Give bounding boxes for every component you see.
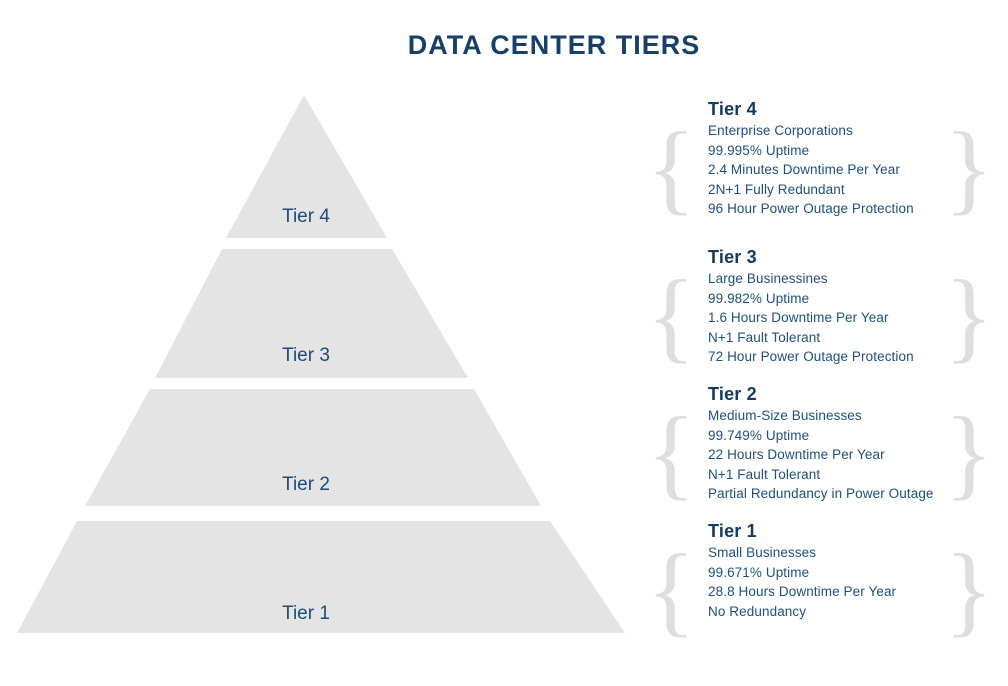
tier-2-content: Tier 2 Medium-Size Businesses 99.749% Up… — [708, 382, 953, 504]
detail-line: No Redundancy — [708, 603, 807, 619]
pyramid-tier-2-segment — [85, 389, 541, 506]
right-brace-icon: } — [944, 397, 994, 510]
detail-line: N+1 Fault Tolerant — [708, 329, 821, 345]
detail-line: Large Businessines — [708, 271, 828, 286]
pyramid-tier-3-label: Tier 3 — [282, 345, 330, 366]
tier-4-content: Tier 4 Enterprise Corporations 99.995% U… — [708, 97, 953, 219]
pyramid-tier-4-segment — [226, 95, 387, 238]
tier-1-content: Tier 1 Small Businesses 99.671% Uptime 2… — [708, 519, 953, 621]
detail-line: 99.671% Uptime — [708, 564, 810, 580]
pyramid-tier-4-label: Tier 4 — [282, 206, 330, 227]
detail-line: 22 Hours Downtime Per Year — [708, 447, 885, 462]
detail-line: 2.4 Minutes Downtime Per Year — [708, 162, 900, 177]
detail-line: 99.982% Uptime — [708, 290, 810, 306]
pyramid-diagram: Tier 4 Tier 3 Tier 2 Tier 1 — [17, 95, 625, 633]
page-title: DATA CENTER TIERS — [407, 30, 701, 60]
pyramid-tier-3-segment — [155, 249, 468, 378]
detail-line: Medium-Size Businesses — [708, 408, 862, 423]
detail-line: 1.6 Hours Downtime Per Year — [708, 310, 889, 325]
detail-line: N+1 Fault Tolerant — [708, 466, 821, 482]
left-brace-icon: { — [646, 260, 696, 373]
detail-line: Enterprise Corporations — [708, 123, 853, 138]
right-brace-icon: } — [944, 260, 994, 373]
tier-3-content: Tier 3 Large Businessines 99.982% Uptime… — [708, 245, 953, 367]
tier-3-heading: Tier 3 — [708, 247, 757, 267]
detail-line: 99.749% Uptime — [708, 427, 810, 443]
detail-line: 99.995% Uptime — [708, 142, 810, 158]
detail-line: Small Businesses — [708, 545, 817, 560]
right-brace-icon: } — [944, 534, 994, 647]
tier-1-heading: Tier 1 — [708, 521, 757, 541]
detail-line: 28.8 Hours Downtime Per Year — [708, 584, 897, 599]
pyramid-tier-1-label: Tier 1 — [282, 603, 330, 624]
tier-2-heading: Tier 2 — [708, 384, 757, 404]
right-brace-icon: } — [944, 112, 994, 225]
left-brace-icon: { — [646, 397, 696, 510]
tier-4-heading: Tier 4 — [708, 99, 757, 119]
detail-line: 72 Hour Power Outage Protection — [708, 349, 914, 364]
detail-line: 96 Hour Power Outage Protection — [708, 201, 914, 216]
detail-line: Partial Redundancy in Power Outage — [708, 486, 934, 501]
pyramid-tier-1-segment — [17, 521, 625, 633]
pyramid-tier-2-label: Tier 2 — [282, 474, 330, 495]
detail-line: 2N+1 Fully Redundant — [708, 181, 845, 197]
left-brace-icon: { — [646, 112, 696, 225]
left-brace-icon: { — [646, 534, 696, 647]
